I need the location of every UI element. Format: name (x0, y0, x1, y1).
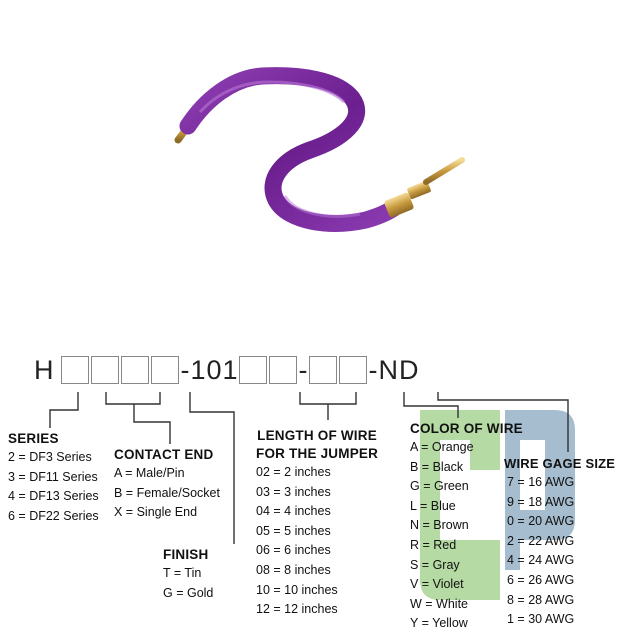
length-item: 03 = 3 inches (256, 484, 331, 499)
color-leader (403, 392, 459, 418)
color-of-wire-legend: COLOR OF WIRE A = Orange B = Black G = G… (410, 420, 523, 634)
wire-body (179, 67, 403, 232)
color-item: N = Brown (410, 518, 469, 533)
length-heading-line1: LENGTH OF WIRE (257, 428, 377, 443)
color-item: L = Blue (410, 498, 456, 513)
pn-middle: -101 (180, 355, 239, 385)
length-item: 12 = 12 inches (256, 602, 338, 617)
color-item: S = Gray (410, 557, 460, 572)
finish-heading: FINISH (163, 547, 209, 562)
gage-item: 7 = 16 AWG (507, 475, 575, 489)
finish-legend: FINISH T = Tin G = Gold (163, 546, 213, 603)
gage-item: 9 = 18 AWG (507, 494, 575, 509)
length-leader (299, 392, 357, 420)
pn-slot-gage (338, 356, 367, 384)
color-item: G = Green (410, 479, 469, 494)
jumper-wire-photo (174, 67, 465, 232)
gage-heading: WIRE GAGE SIZE (504, 456, 616, 471)
contact-leader (105, 392, 171, 444)
series-legend: SERIES 2 = DF3 Series 3 = DF11 Series 4 … (8, 430, 99, 526)
pn-dash: - (298, 355, 309, 385)
contact-end-item: B = Female/Socket (114, 485, 220, 500)
contact-end-legend: CONTACT END A = Male/Pin B = Female/Sock… (114, 446, 220, 523)
contact-end-heading: CONTACT END (114, 447, 214, 462)
series-item: 4 = DF13 Series (8, 489, 99, 504)
color-item: B = Black (410, 459, 464, 474)
color-item: W = White (410, 596, 468, 611)
gage-item: 6 = 26 AWG (507, 572, 575, 587)
pn-slot-finish (150, 356, 179, 384)
pn-slot-series (60, 356, 89, 384)
pn-slot-length-2 (268, 356, 297, 384)
contact-end-item: X = Single End (114, 505, 198, 520)
series-item: 2 = DF3 Series (8, 450, 92, 464)
color-item: A = Orange (410, 440, 474, 454)
wire-gage-legend: WIRE GAGE SIZE 7 = 16 AWG 9 = 18 AWG 0 =… (504, 455, 615, 630)
series-heading: SERIES (8, 431, 59, 446)
pn-prefix: H (34, 355, 55, 385)
gage-item: 1 = 30 AWG (507, 612, 575, 627)
finish-item: G = Gold (163, 585, 214, 600)
length-item: 10 = 10 inches (256, 582, 338, 597)
color-item: R = Red (410, 537, 457, 552)
part-number: H -101 - -ND (34, 350, 420, 390)
gage-leader (437, 392, 569, 452)
gage-item: 4 = 24 AWG (507, 553, 575, 568)
gage-item: 8 = 28 AWG (507, 592, 575, 607)
pn-slot-length-1 (238, 356, 267, 384)
length-legend: LENGTH OF WIRE FOR THE JUMPER 02 = 2 inc… (256, 427, 378, 620)
color-heading: COLOR OF WIRE (410, 421, 523, 436)
contact-end-item: A = Male/Pin (114, 466, 185, 480)
length-item: 04 = 4 inches (256, 504, 331, 519)
pn-slot-contact (90, 356, 119, 384)
series-item: 6 = DF22 Series (8, 508, 99, 523)
finish-item: T = Tin (163, 566, 202, 580)
color-item: Y = Yellow (410, 616, 468, 631)
length-item: 08 = 8 inches (256, 562, 331, 577)
length-item: 02 = 2 inches (256, 465, 331, 479)
length-heading-line2: FOR THE JUMPER (256, 446, 379, 461)
series-item: 3 = DF11 Series (8, 469, 98, 484)
pn-slot-color (308, 356, 337, 384)
length-item: 05 = 5 inches (256, 523, 331, 538)
length-item: 06 = 6 inches (256, 543, 331, 558)
pn-suffix: -ND (368, 355, 420, 385)
male-pin-contact (384, 157, 465, 218)
finish-leader (189, 392, 235, 544)
gage-item: 2 = 22 AWG (507, 533, 575, 548)
pn-slot-contact-2 (120, 356, 149, 384)
gage-item: 0 = 20 AWG (507, 514, 575, 529)
color-item: V = Violet (410, 577, 464, 592)
series-leader (49, 392, 79, 428)
